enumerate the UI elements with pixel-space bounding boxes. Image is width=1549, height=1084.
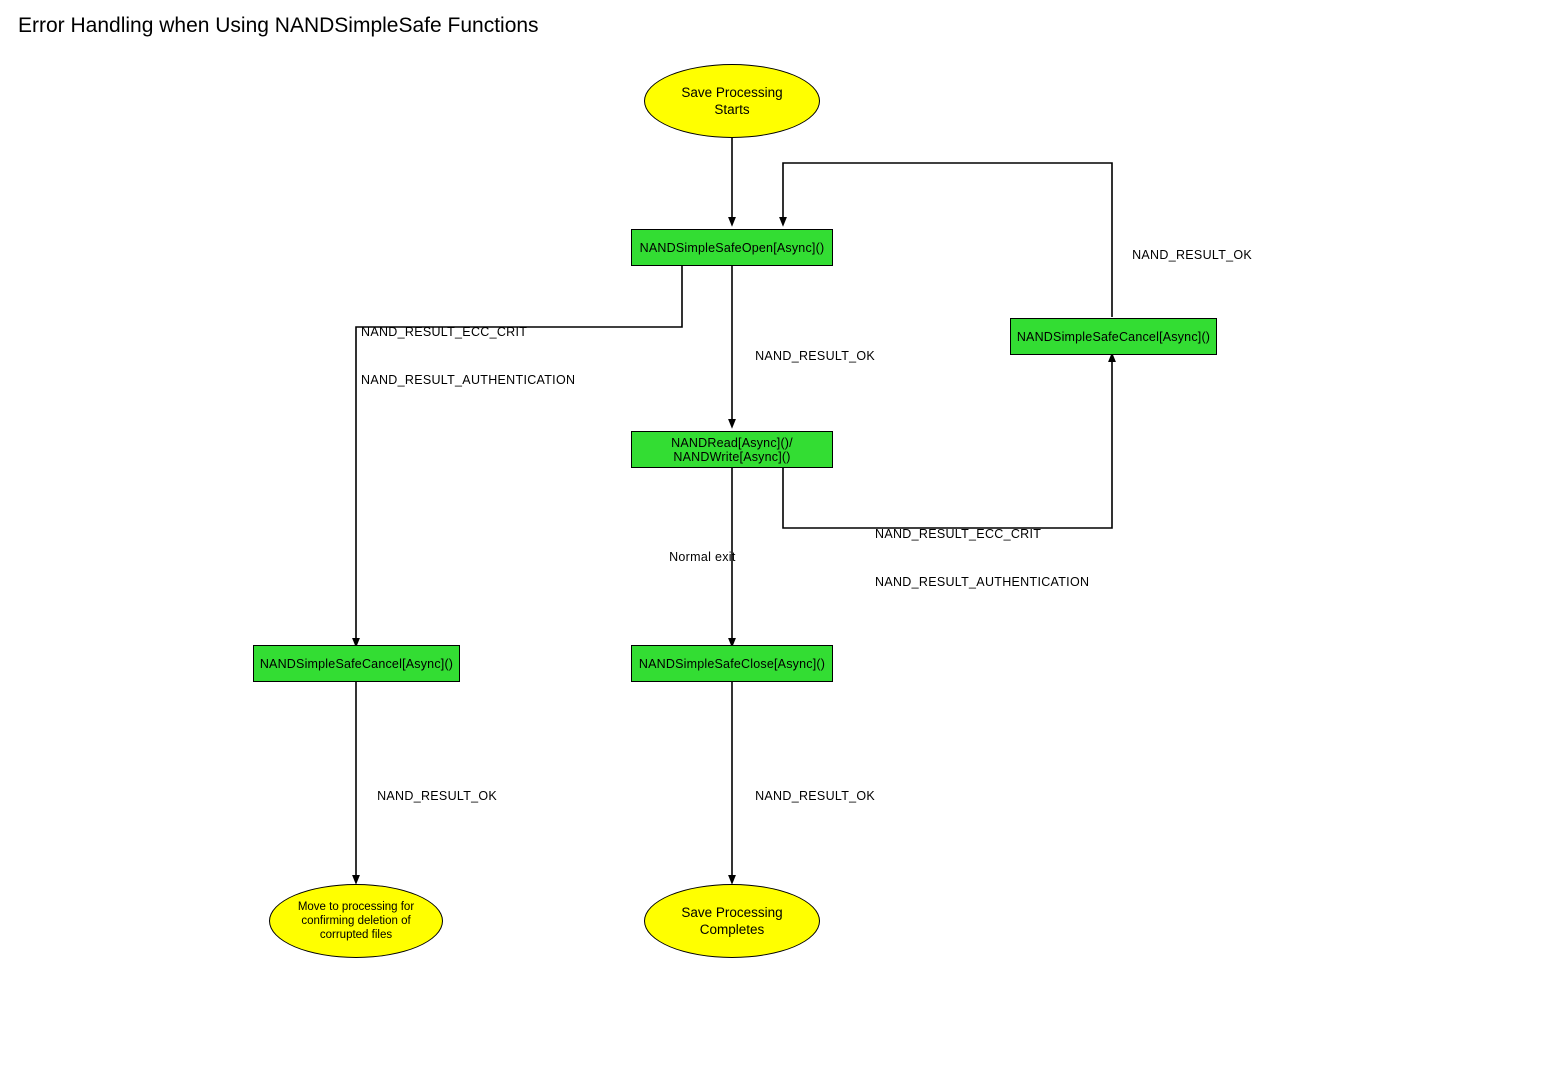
node-move-line2: confirming deletion of xyxy=(301,915,411,927)
edge-label-open-to-cancelleft: NAND_RESULT_ECC_CRIT NAND_RESULT_AUTHENT… xyxy=(361,292,575,420)
edge-label-normal-exit: Normal exit xyxy=(654,533,736,581)
node-cancel-right-label: NANDSimpleSafeCancel[Async]() xyxy=(1016,329,1211,344)
edge-label-line2: NAND_RESULT_AUTHENTICATION xyxy=(875,575,1090,589)
node-start-line1: Save Processing xyxy=(681,85,783,100)
node-complete-line2: Completes xyxy=(699,922,765,937)
node-cancel-left-label: NANDSimpleSafeCancel[Async]() xyxy=(259,656,454,671)
edge-label-open-to-readwrite: NAND_RESULT_OK xyxy=(740,332,875,380)
node-start-line2: Starts xyxy=(714,102,750,117)
edge-label-line1: NAND_RESULT_ECC_CRIT xyxy=(361,325,528,339)
node-complete-line1: Save Processing xyxy=(681,905,783,920)
node-move-to-processing[interactable]: Move to processing for confirming deleti… xyxy=(269,884,443,958)
edge-label-cancelleft-to-move: NAND_RESULT_OK xyxy=(362,772,497,820)
edge-label-text: NAND_RESULT_OK xyxy=(377,789,498,803)
node-move-line3: corrupted files xyxy=(319,929,393,941)
edge-label-close-to-complete: NAND_RESULT_OK xyxy=(740,772,875,820)
node-nandsimplesafecancel-left[interactable]: NANDSimpleSafeCancel[Async]() xyxy=(253,645,460,682)
node-nandread-nandwrite[interactable]: NANDRead[Async]()/ NANDWrite[Async]() xyxy=(631,431,833,468)
edge-label-cancelright-to-open: NAND_RESULT_OK xyxy=(1117,231,1252,279)
edge-label-text: NAND_RESULT_OK xyxy=(755,789,876,803)
node-nandsimplesafeopen[interactable]: NANDSimpleSafeOpen[Async]() xyxy=(631,229,833,266)
node-open-label: NANDSimpleSafeOpen[Async]() xyxy=(639,240,825,255)
edge-label-line2: NAND_RESULT_AUTHENTICATION xyxy=(361,373,576,387)
node-readwrite-line2: NANDWrite[Async]() xyxy=(673,449,791,464)
node-readwrite-line1: NANDRead[Async]()/ xyxy=(671,435,793,450)
node-save-processing-completes[interactable]: Save Processing Completes xyxy=(644,884,820,958)
node-nandsimplesafeclose[interactable]: NANDSimpleSafeClose[Async]() xyxy=(631,645,833,682)
edge-label-text: Normal exit xyxy=(669,550,736,564)
edge-label-line1: NAND_RESULT_ECC_CRIT xyxy=(875,527,1042,541)
node-save-processing-starts[interactable]: Save Processing Starts xyxy=(644,64,820,138)
node-move-line1: Move to processing for xyxy=(297,901,415,913)
page-title: Error Handling when Using NANDSimpleSafe… xyxy=(18,14,539,37)
node-close-label: NANDSimpleSafeClose[Async]() xyxy=(638,656,826,671)
edge-label-text: NAND_RESULT_OK xyxy=(1132,248,1253,262)
node-nandsimplesafecancel-right[interactable]: NANDSimpleSafeCancel[Async]() xyxy=(1010,318,1217,355)
edge-label-text: NAND_RESULT_OK xyxy=(755,349,876,363)
edge-label-readwrite-to-cancelright: NAND_RESULT_ECC_CRIT NAND_RESULT_AUTHENT… xyxy=(875,494,1089,622)
